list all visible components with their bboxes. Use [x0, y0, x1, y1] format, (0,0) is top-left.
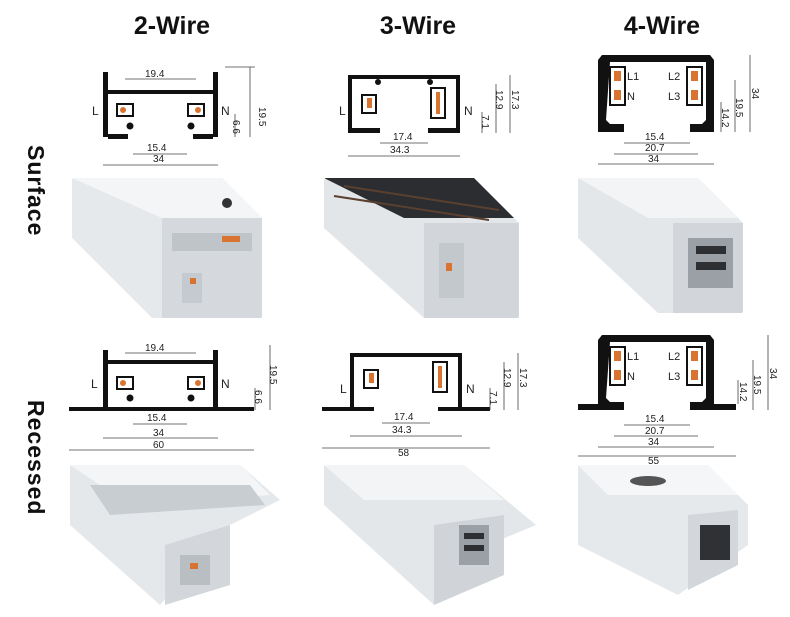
surface-4w-label-l2: L2	[668, 71, 680, 83]
surface-3w-side: 7.1	[479, 115, 490, 129]
recessed-3-wire-drawing: 17.4 34.3 58 17.3 12.9 7.1 L N	[322, 353, 528, 458]
surface-4w-mid-width: 20.7	[645, 143, 665, 154]
surface-3w-height-inner: 12.9	[493, 90, 504, 110]
surface-3-wire-drawing: 17.4 34.3 17.3 12.9 7.1 L N	[339, 75, 520, 157]
recessed-4w-mid-width: 20.7	[645, 426, 665, 437]
recessed-3w-label-n: N	[466, 382, 475, 396]
surface-3w-label-l: L	[339, 104, 346, 118]
recessed-3w-height-outer: 17.3	[517, 368, 528, 388]
surface-3w-label-n: N	[464, 104, 473, 118]
surface-3-wire-track-photo	[324, 178, 519, 318]
recessed-4w-flange: 55	[648, 456, 660, 465]
surface-2w-height: 19.5	[256, 107, 267, 127]
recessed-2w-top-width: 19.4	[145, 343, 165, 354]
recessed-4w-body: 34	[648, 437, 660, 448]
surface-4w-label-l1: L1	[627, 71, 639, 83]
recessed-2w-body: 34	[153, 428, 165, 439]
recessed-3w-height-inner: 12.9	[501, 368, 512, 388]
recessed-4w-label-l3: L3	[668, 371, 680, 383]
recessed-3-wire-track-photo	[324, 465, 536, 605]
recessed-2w-inner: 15.4	[147, 413, 167, 424]
recessed-4w-height: 34	[767, 368, 778, 380]
recessed-3w-flange: 58	[398, 448, 410, 458]
surface-4w-label-l3: L3	[668, 91, 680, 103]
surface-2w-top-width: 19.4	[145, 69, 165, 80]
recessed-4w-label-l2: L2	[668, 351, 680, 363]
surface-2w-inner: 15.4	[147, 143, 167, 154]
row-title-surface: Surface	[23, 145, 49, 237]
recessed-4w-inner: 15.4	[645, 414, 665, 425]
column-title-3-wire: 3-Wire	[379, 12, 457, 40]
surface-3w-inner: 17.4	[393, 132, 413, 143]
recessed-4-wire-track-photo	[578, 465, 748, 595]
recessed-4w-label-n: N	[627, 371, 635, 383]
surface-4w-label-n: N	[627, 91, 635, 103]
recessed-3w-inner: 17.4	[394, 412, 414, 423]
surface-4w-total: 34	[648, 154, 660, 165]
surface-2w-total: 34	[153, 154, 165, 165]
surface-2-wire-track-photo	[72, 178, 262, 318]
recessed-3w-body: 34.3	[392, 425, 412, 436]
surface-2w-label-n: N	[221, 104, 230, 118]
recessed-2-wire-drawing: 19.4 15.4 34 60 19.5 6.6 L N	[69, 343, 278, 451]
recessed-4-wire-drawing: L1 N L2 L3 15.4 20.7 34 55 34 19.5 14.2	[578, 335, 778, 465]
surface-3w-total: 34.3	[390, 145, 410, 156]
recessed-4w-mid: 19.5	[751, 375, 762, 395]
surface-3w-height-outer: 17.3	[509, 90, 520, 110]
surface-2-wire-drawing: 19.4 15.4 34 19.5 6.6 L N	[92, 66, 267, 166]
recessed-2w-label-l: L	[91, 377, 98, 391]
recessed-2w-label-n: N	[221, 377, 230, 391]
column-title-4-wire: 4-Wire	[623, 12, 701, 40]
recessed-4w-low: 14.2	[737, 382, 748, 402]
recessed-2w-side: 6.6	[252, 390, 263, 404]
recessed-3w-side: 7.1	[487, 391, 498, 405]
surface-2w-label-l: L	[92, 104, 99, 118]
surface-4w-height: 34	[749, 88, 760, 100]
surface-4w-low: 14.2	[719, 108, 730, 128]
surface-4w-inner: 15.4	[645, 132, 665, 143]
surface-4w-mid: 19.5	[733, 98, 744, 118]
surface-4-wire-drawing: L1 N L2 L3 15.4 20.7 34 34 19.5 14.2	[598, 55, 760, 165]
surface-4-wire-track-photo	[578, 178, 743, 313]
row-title-recessed: Recessed	[23, 400, 49, 516]
recessed-2-wire-track-photo	[70, 465, 280, 605]
recessed-2w-height: 19.5	[267, 365, 278, 385]
recessed-4w-label-l1: L1	[627, 351, 639, 363]
recessed-2w-flange: 60	[153, 440, 165, 451]
surface-2w-side: 6.6	[230, 120, 241, 134]
column-title-2-wire: 2-Wire	[133, 12, 211, 40]
recessed-3w-label-l: L	[340, 382, 347, 396]
